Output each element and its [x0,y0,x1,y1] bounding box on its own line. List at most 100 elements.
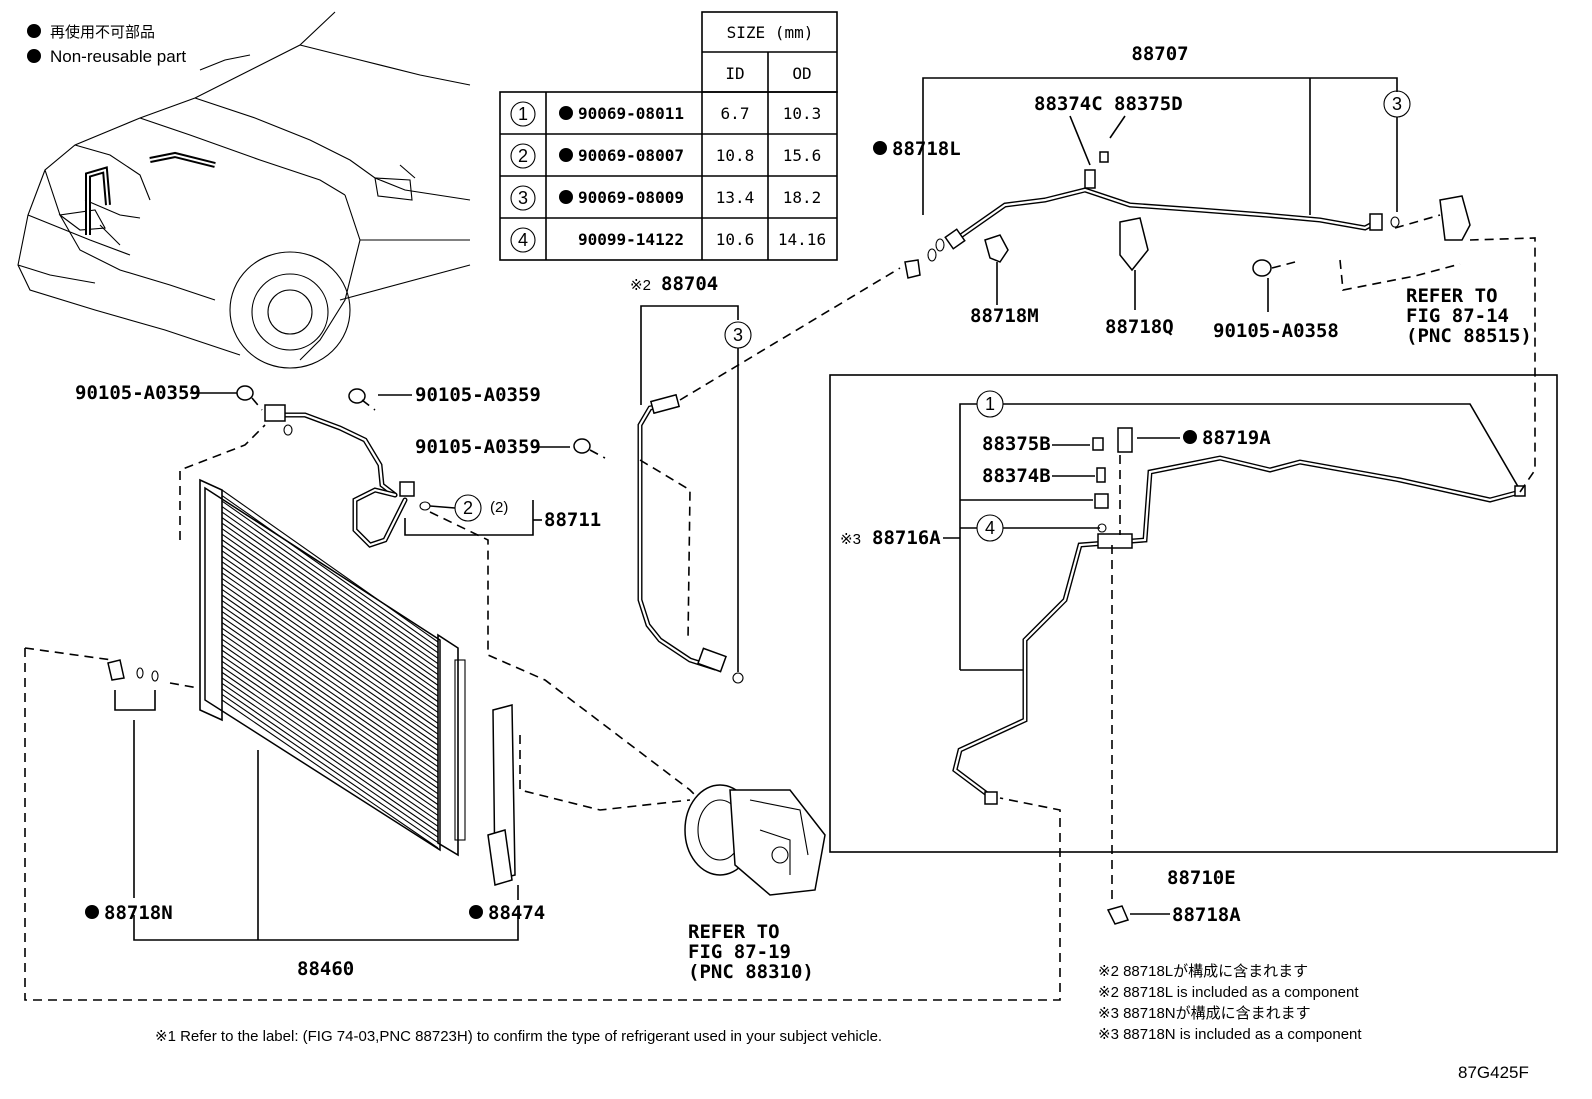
condenser-fin [221,544,439,697]
callout-88711-sub: (2) [490,499,508,516]
non-reusable-bullet-icon [27,49,41,63]
non-reusable-bullet-icon [85,905,99,919]
figure-id: 87G425F [1458,1063,1529,1082]
table-row: 2 90069-08007 10.8 15.6 [510,143,822,169]
non-reusable-bullet-icon [559,148,573,162]
table-row-id: 10.8 [716,146,755,165]
refer-right-line-1: REFER TO [1406,285,1498,307]
condenser-fin [221,633,439,784]
refer-right-line-2: FIG 87-14 [1406,305,1509,327]
callout-90105-A0359-a: 90105-A0359 [75,382,201,404]
table-row-part: 90069-08009 [578,188,684,207]
legend: 再使用不可部品 Non-reusable part [27,24,186,66]
table-row: 3 90069-08009 13.4 18.2 [510,185,822,211]
callout-88374B: 88374B [982,465,1051,487]
non-reusable-bullet-icon [873,141,887,155]
table-row-od: 10.3 [783,104,822,123]
liquid-tube-88710E-group: 1 88375B 88374B 88719A 4 ※3 88716A 88710… [829,237,1558,926]
condenser-fin [221,495,439,648]
non-reusable-bullet-icon [559,106,573,120]
callout-88374C: 88374C [1034,93,1103,115]
condenser-fin [221,644,439,795]
size-table: SIZE (mm) ID OD 1 90069-08011 6.7 10.3 2… [499,11,838,261]
callout-90105-A0359-c: 90105-A0359 [415,436,541,458]
discharge-hose-88704-group: ※2 88704 3 [630,267,901,684]
condenser-fin [221,594,439,746]
condenser-fin [221,699,439,849]
table-row-part: 90099-14122 [578,230,684,249]
table-row-id: 13.4 [716,188,755,207]
note-line: ※2 88718Lが構成に含まれます [1098,963,1308,980]
condenser-fin [221,616,439,768]
callout-88460: 88460 [297,958,354,980]
condenser-fin [221,511,439,665]
table-row: 4 90099-14122 10.6 14.16 [510,227,826,253]
condenser-fin [221,666,439,816]
condenser-fin [221,517,439,670]
ring-ref-3: 3 [733,325,743,345]
condenser-fin [221,677,439,827]
table-row-od: 18.2 [783,188,822,207]
table-row-od: 15.6 [783,146,822,165]
table-row-id: 10.6 [716,230,755,249]
footnote: ※1 Refer to the label: (FIG 74-03,PNC 88… [155,1028,882,1045]
condenser-fin [221,627,439,778]
non-reusable-bullet-icon [559,190,573,204]
refer-bottom-line-2: FIG 87-19 [688,941,791,963]
vehicle-sketch [17,11,471,369]
callout-88704: 88704 [661,273,718,295]
non-reusable-bullet-icon [27,24,41,38]
condenser-fin [221,622,439,773]
callout-88375B: 88375B [982,433,1051,455]
table-row-part: 90069-08007 [578,146,684,165]
legend-jp: 再使用不可部品 [50,24,155,41]
callout-88718N: 88718N [104,902,173,924]
condenser-fin [221,572,439,724]
callout-88718A: 88718A [1172,904,1241,926]
table-row-ref: 3 [518,188,528,208]
condenser-fin [221,671,439,822]
table-row-ref: 1 [518,104,528,124]
size-table-header: SIZE (mm) [727,23,814,42]
compressor: REFER TO FIG 87-19 (PNC 88310) [684,784,826,983]
condenser-fin [221,489,439,643]
condenser-fin [221,566,439,719]
ring-ref-3: 3 [1392,94,1402,114]
condenser-fin [221,655,439,806]
ring-ref-4: 4 [985,518,995,538]
refer-bottom-line-1: REFER TO [688,921,780,943]
condenser-fin [221,583,439,735]
condenser-fin [221,561,439,713]
condenser-fin [221,506,439,659]
condenser-fin [221,600,439,751]
condenser-88460: 88460 88718N 88474 [24,478,1061,1001]
condenser-fin [221,528,439,681]
condenser-fin [221,555,439,708]
condenser-fin [221,611,439,762]
condenser-fin [221,577,439,730]
table-row-ref: 4 [518,230,528,250]
callout-88718M: 88718M [970,305,1039,327]
callout-88719A: 88719A [1202,427,1271,449]
note-line: ※2 88718L is included as a component [1098,984,1359,1001]
callout-88716A: 88716A [872,527,941,549]
note-line: ※3 88718N is included as a component [1098,1026,1362,1043]
condenser-fin [221,589,439,741]
ring-ref-2: 2 [463,498,473,518]
refer-bottom-line-3: (PNC 88310) [688,961,814,983]
callout-88707: 88707 [1131,43,1188,65]
callout-88711: 88711 [544,509,601,531]
table-row-od: 14.16 [778,230,826,249]
suction-hose-88707-group: 88707 3 88374C 88375D 88718L 88718M 8871… [873,43,1532,347]
condenser-fin [221,682,439,833]
callout-88474: 88474 [488,902,545,924]
size-table-col-od: OD [792,64,811,83]
table-row-ref: 2 [518,146,528,166]
legend-en: Non-reusable part [50,47,186,66]
condenser-fin [221,550,439,703]
notes: ※2 88718Lが構成に含まれます ※2 88718L is included… [155,963,1529,1082]
refer-right-line-3: (PNC 88515) [1406,325,1532,347]
callout-88718Q: 88718Q [1105,316,1174,338]
condenser-fin [221,533,439,686]
